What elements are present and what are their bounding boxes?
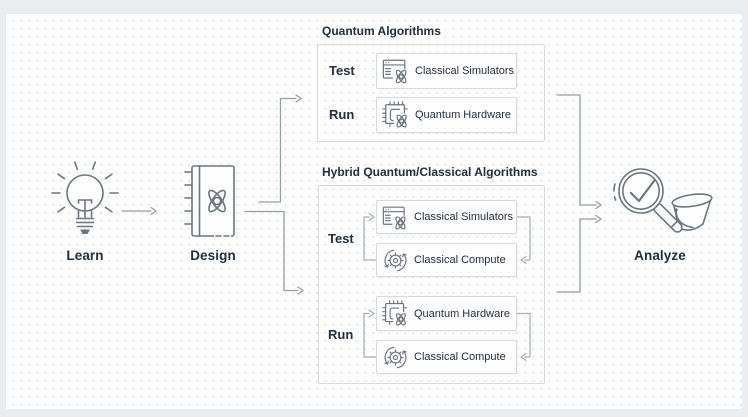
row-label-test-hybrid: Test bbox=[328, 231, 354, 246]
row-label-run-hybrid: Run bbox=[328, 327, 354, 342]
classical-compute-icon bbox=[382, 247, 409, 274]
card-label: Classical Compute bbox=[414, 351, 506, 363]
card-classical-simulators: Classical Simulators bbox=[376, 53, 517, 89]
notebook-atom-icon bbox=[184, 165, 235, 239]
quantum-hardware-icon bbox=[382, 101, 410, 129]
row-label-test: Test bbox=[329, 63, 355, 78]
section-title-hybrid: Hybrid Quantum/Classical Algorithms bbox=[322, 165, 538, 179]
card-classical-compute: Classical Compute bbox=[376, 243, 517, 277]
card-quantum-hardware: Quantum Hardware bbox=[376, 97, 517, 133]
classical-simulators-icon bbox=[382, 57, 410, 85]
card-classical-compute: Classical Compute bbox=[376, 340, 517, 374]
section-box-quantum bbox=[317, 44, 545, 142]
card-classical-simulators: Classical Simulators bbox=[376, 200, 517, 234]
stage-learn-label: Learn bbox=[66, 248, 104, 263]
card-label: Quantum Hardware bbox=[415, 109, 511, 121]
stage-design-label: Design bbox=[190, 248, 236, 263]
diagram-panel bbox=[6, 14, 742, 409]
row-label-run: Run bbox=[329, 107, 355, 122]
card-label: Quantum Hardware bbox=[414, 307, 510, 320]
card-label: Classical Compute bbox=[414, 254, 506, 266]
card-label: Classical Simulators bbox=[415, 65, 515, 77]
card-label: Classical Simulators bbox=[414, 211, 514, 223]
section-box-hybrid bbox=[318, 185, 545, 384]
classical-compute-icon bbox=[382, 344, 409, 371]
stage-analyze-label: Analyze bbox=[634, 248, 686, 263]
magnifier-bucket-icon bbox=[613, 168, 713, 233]
quantum-hardware-icon bbox=[382, 300, 409, 327]
card-quantum-hardware: Quantum Hardware bbox=[376, 296, 517, 331]
classical-simulators-icon bbox=[382, 204, 409, 231]
lightbulb-icon bbox=[51, 161, 119, 234]
section-title-quantum: Quantum Algorithms bbox=[322, 24, 441, 38]
